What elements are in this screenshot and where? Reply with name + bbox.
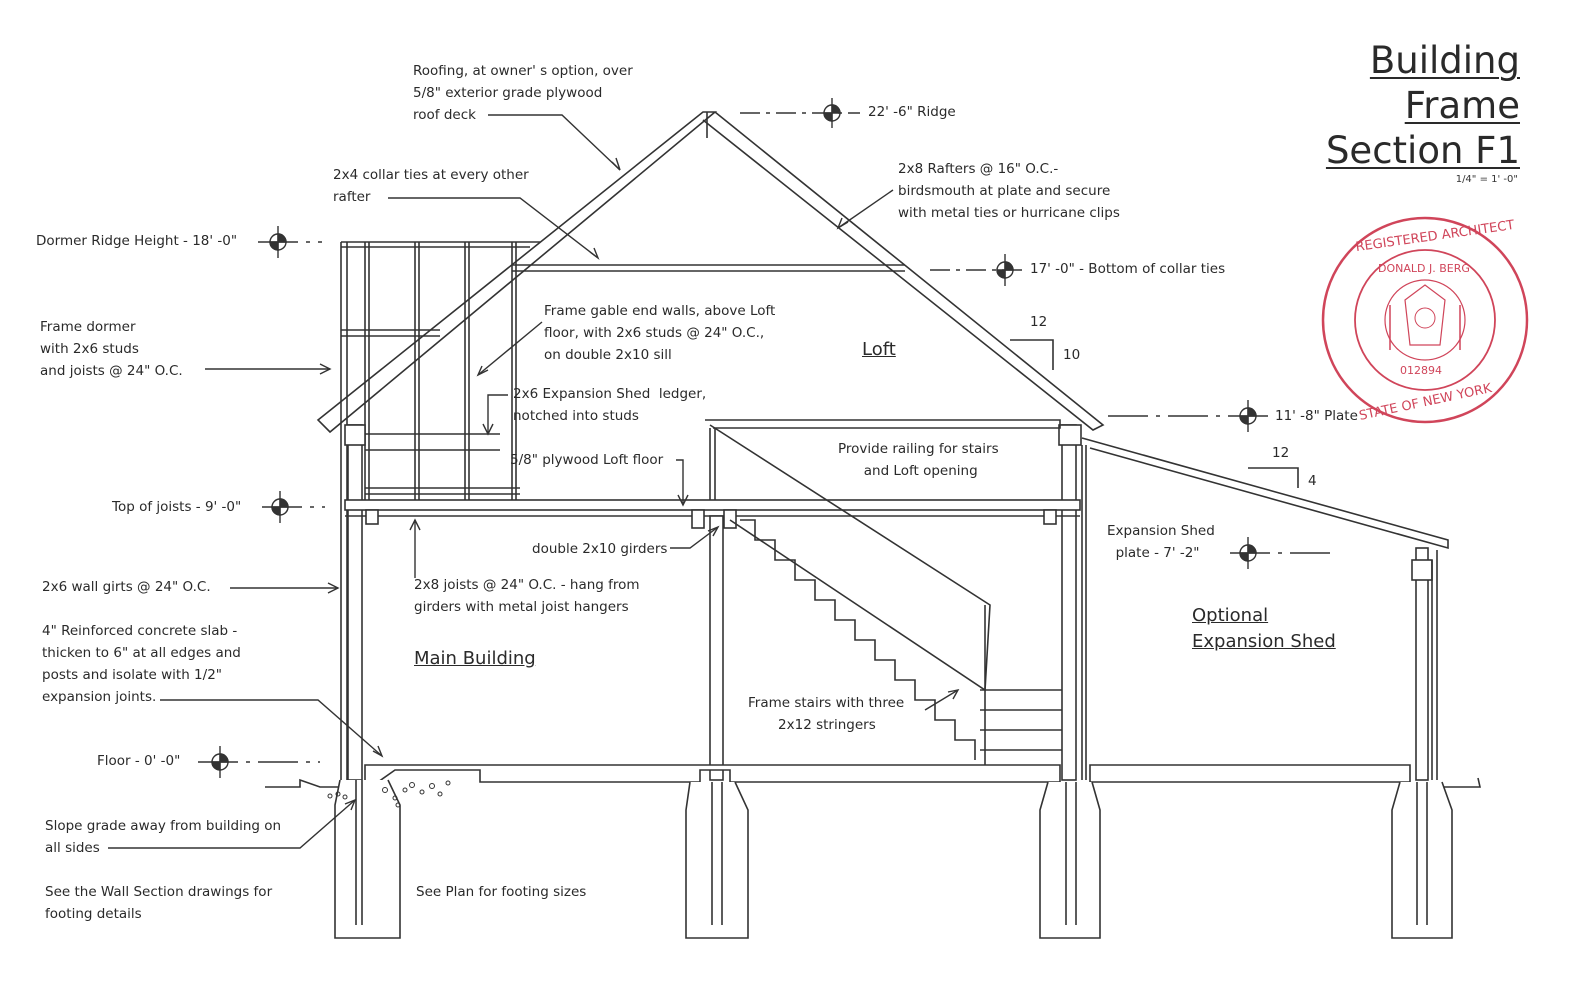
note-railing: Provide railing for stairs and Loft open…: [838, 441, 999, 479]
elev-plate: 11' -8" Plate: [1275, 408, 1358, 424]
note-rafters: 2x8 Rafters @ 16" O.C.- birdsmouth at pl…: [898, 161, 1120, 221]
elev-dormer-ridge: Dormer Ridge Height - 18' -0": [36, 233, 238, 249]
footing-center: [685, 781, 749, 939]
elev-floor: Floor - 0' -0": [97, 753, 181, 769]
note-ledger: 2x6 Expansion Shed ledger, notched into …: [513, 386, 707, 424]
collar-marker: [930, 254, 1025, 286]
note-wall-girts: 2x6 wall girts @ 24" O.C.: [42, 579, 211, 595]
elev-ridge: 22' -6" Ridge: [868, 104, 956, 120]
plate-marker: [1108, 400, 1270, 432]
joists-marker: [262, 491, 325, 523]
footing-right: [1039, 781, 1101, 939]
loft-floor: [344, 499, 1081, 511]
right-wall-post: [1061, 424, 1077, 781]
title-line-2: Frame: [1404, 84, 1520, 127]
elevation-markers: [198, 98, 1330, 778]
stair-stringer: [709, 424, 991, 692]
note-slope-grade: Slope grade away from building on all si…: [45, 818, 282, 856]
title-line-3: Section F1: [1325, 129, 1520, 172]
note-dormer: Frame dormer with 2x6 studs and joists @…: [40, 319, 183, 379]
footing-shed: [1391, 781, 1453, 939]
architect-stamp: [1321, 216, 1529, 424]
right-rafter: [702, 111, 1105, 431]
shed-plate-marker: [1230, 537, 1330, 569]
note-gable-walls: Frame gable end walls, above Loft floor,…: [544, 303, 776, 363]
leader-lines: [108, 114, 960, 849]
pitch-main-run: 12: [1030, 314, 1048, 330]
pitch-shed-run: 12: [1272, 445, 1290, 461]
room-expansion-shed: Optional Expansion Shed: [1192, 605, 1336, 652]
ridge-marker: [740, 98, 860, 128]
note-joists: 2x8 joists @ 24" O.C. - hang from girder…: [414, 577, 640, 615]
note-wall-section: See the Wall Section drawings for footin…: [45, 884, 273, 922]
shed-post: [1415, 547, 1429, 781]
note-footing-plan: See Plan for footing sizes: [416, 884, 587, 900]
stair-treads: [740, 519, 976, 760]
stamp-name: DONALD J. BERG: [1378, 262, 1470, 275]
floor-marker: [198, 746, 320, 778]
dormer-frame: [340, 241, 540, 780]
note-collar-ties: 2x4 collar ties at every other rafter: [333, 167, 529, 205]
note-plywood: 5/8" plywood Loft floor: [510, 452, 664, 468]
pitch-shed-rise: 4: [1308, 473, 1317, 489]
shed-roof: [1081, 437, 1449, 550]
elev-shed-plate: Expansion Shed plate - 7' -2": [1107, 523, 1215, 561]
elev-joists: Top of joists - 9' -0": [112, 499, 242, 515]
footing-left: [334, 779, 401, 939]
stamp-number: 012894: [1400, 364, 1442, 377]
pitch-main-rise: 10: [1063, 347, 1081, 363]
title-line-1: Building: [1369, 39, 1520, 82]
note-stairs: Frame stairs with three 2x12 stringers: [748, 695, 905, 733]
left-wall-post: [347, 424, 363, 781]
note-slab: 4" Reinforced concrete slab - thicken to…: [42, 623, 241, 705]
room-main-building: Main Building: [414, 648, 536, 669]
scale-note: 1/4" = 1' -0": [1455, 174, 1518, 185]
room-loft: Loft: [862, 339, 896, 360]
note-girders: double 2x10 girders: [532, 541, 668, 557]
drawing-title: Building Frame Section F1: [1326, 38, 1520, 173]
dormer-marker: [258, 226, 322, 258]
note-roofing: Roofing, at owner' s option, over 5/8" e…: [413, 63, 633, 123]
elev-collar: 17' -0" - Bottom of collar ties: [1030, 261, 1226, 277]
center-post: [709, 515, 724, 781]
